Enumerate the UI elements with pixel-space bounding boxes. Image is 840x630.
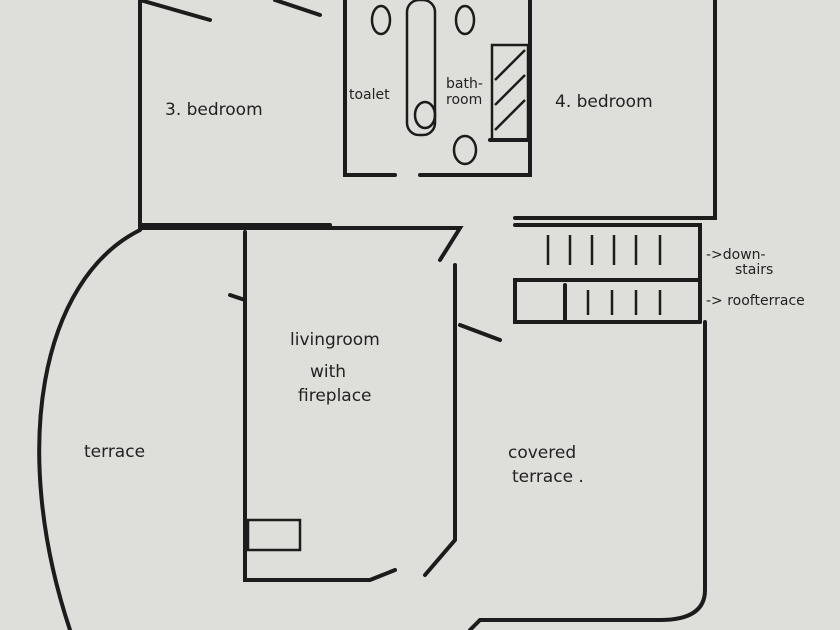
- label-bathroom-1: bath-: [446, 76, 483, 92]
- shower-drain: [452, 134, 478, 166]
- walls: [37, 0, 717, 630]
- label-toilet: toalet: [349, 87, 390, 103]
- label-terrace: terrace: [84, 442, 146, 462]
- wardrobe: [490, 43, 530, 142]
- label-livingroom-1: livingroom: [290, 330, 380, 350]
- label-covered-terrace-1: covered: [508, 443, 577, 463]
- label-livingroom-2: with: [310, 362, 347, 382]
- bathtub: [405, 0, 437, 137]
- fireplace: [246, 518, 302, 552]
- bidet: [454, 4, 476, 36]
- label-bathroom-2: room: [446, 92, 483, 108]
- label-bedroom4: 4. bedroom: [555, 92, 653, 112]
- label-roofterrace: -> roofterrace: [706, 293, 805, 309]
- label-downstairs-2: stairs: [735, 262, 774, 278]
- label-bedroom3: 3. bedroom: [165, 100, 263, 120]
- fixtures: [246, 0, 662, 552]
- toilet-bowl: [370, 4, 392, 36]
- label-downstairs-1: ->down-: [706, 247, 766, 263]
- label-livingroom-3: fireplace: [298, 386, 372, 406]
- label-covered-terrace-2: terrace .: [512, 467, 584, 487]
- sink: [413, 100, 437, 130]
